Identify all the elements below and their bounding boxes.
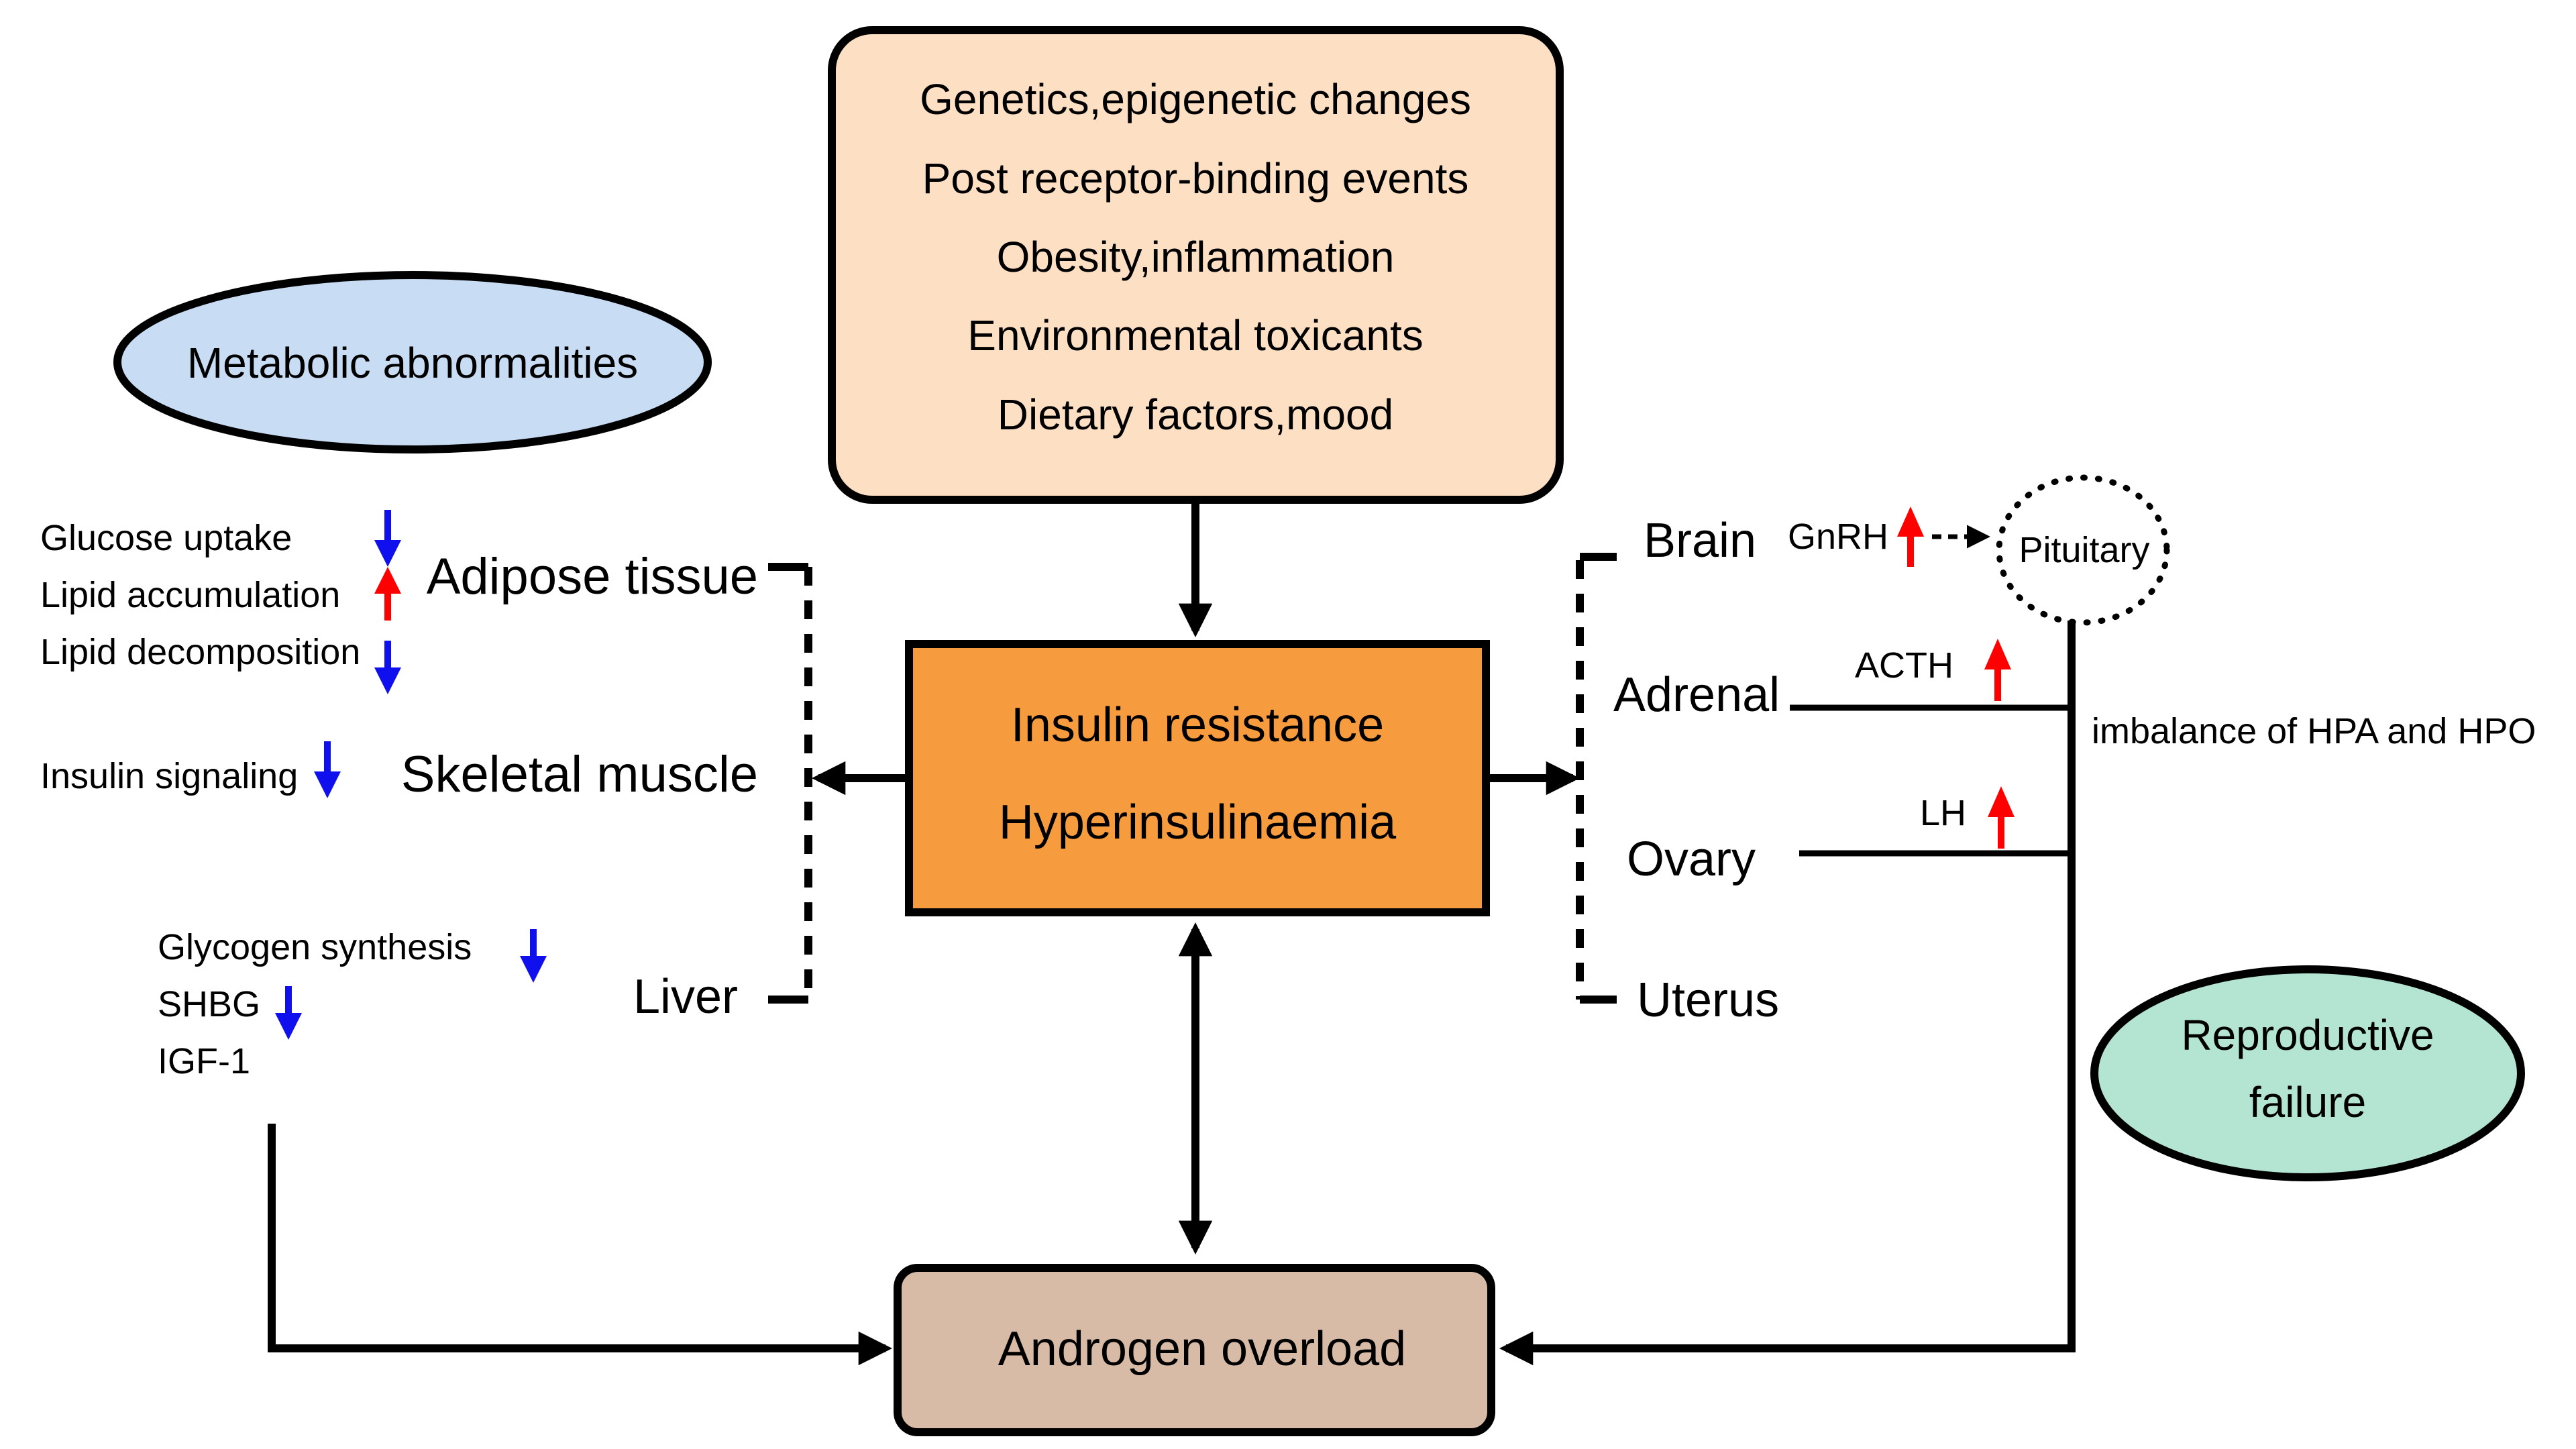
down-arrow-icon (520, 929, 547, 983)
up-arrow-icon (1988, 786, 2015, 849)
effect-text: Lipid decomposition (40, 632, 360, 672)
effect-text: Glycogen synthesis (158, 927, 472, 967)
liver-to-androgen-arrow (268, 1124, 893, 1366)
lh-label: LH (1920, 793, 1966, 833)
brain-label: Brain (1644, 514, 1756, 568)
adipose-label: Adipose tissue (427, 548, 758, 605)
gnrh-label: GnRH (1788, 517, 1888, 557)
factor-text: Dietary factors,mood (998, 390, 1393, 439)
metabolic-ellipse (113, 271, 712, 453)
factor-text: Post receptor-binding events (922, 154, 1469, 203)
effect-text: SHBG (158, 984, 260, 1024)
liver-label: Liver (633, 970, 738, 1024)
effect-text: Lipid accumulation (40, 575, 340, 615)
down-arrow-icon (374, 641, 401, 694)
factor-text: Obesity,inflammation (997, 233, 1395, 281)
effect-text: Glucose uptake (40, 518, 292, 558)
insulin-resistance-box (905, 640, 1490, 916)
effect-text: IGF-1 (158, 1041, 250, 1081)
factor-text: Genetics,epigenetic changes (920, 75, 1471, 123)
reproductive-text: Reproductive (2181, 1011, 2434, 1059)
uterus-label: Uterus (1637, 973, 1779, 1027)
up-arrow-icon (1897, 506, 1924, 567)
metabolic-text: Metabolic abnormalities (187, 339, 638, 387)
center-text: Insulin resistance (1011, 698, 1384, 752)
acth-label: ACTH (1855, 645, 1953, 686)
skeletal-label: Skeletal muscle (401, 746, 758, 803)
ovary-label: Ovary (1627, 833, 1756, 886)
androgen-text: Androgen overload (998, 1322, 1406, 1376)
adrenal-label: Adrenal (1613, 668, 1780, 722)
pituitary-circle (1996, 474, 2170, 626)
center-text: Hyperinsulinaemia (999, 796, 1397, 849)
reproductive-ellipse (2090, 965, 2525, 1181)
factors-box (828, 26, 1564, 504)
androgen-box (894, 1264, 1495, 1436)
up-arrow-icon (1984, 639, 2011, 701)
pituitary-to-androgen-arrow (1499, 621, 2076, 1366)
reproductive-text: failure (2249, 1078, 2366, 1126)
down-arrow-icon (374, 510, 401, 567)
pituitary-label: Pituitary (2019, 530, 2149, 570)
up-arrow-icon (374, 567, 401, 621)
effect-text: Insulin signaling (40, 756, 298, 796)
imbalance-text: imbalance of HPA and HPO (2092, 711, 2536, 751)
down-arrow-icon (275, 986, 302, 1040)
factor-text: Environmental toxicants (967, 311, 1423, 360)
down-arrow-icon (314, 741, 341, 798)
